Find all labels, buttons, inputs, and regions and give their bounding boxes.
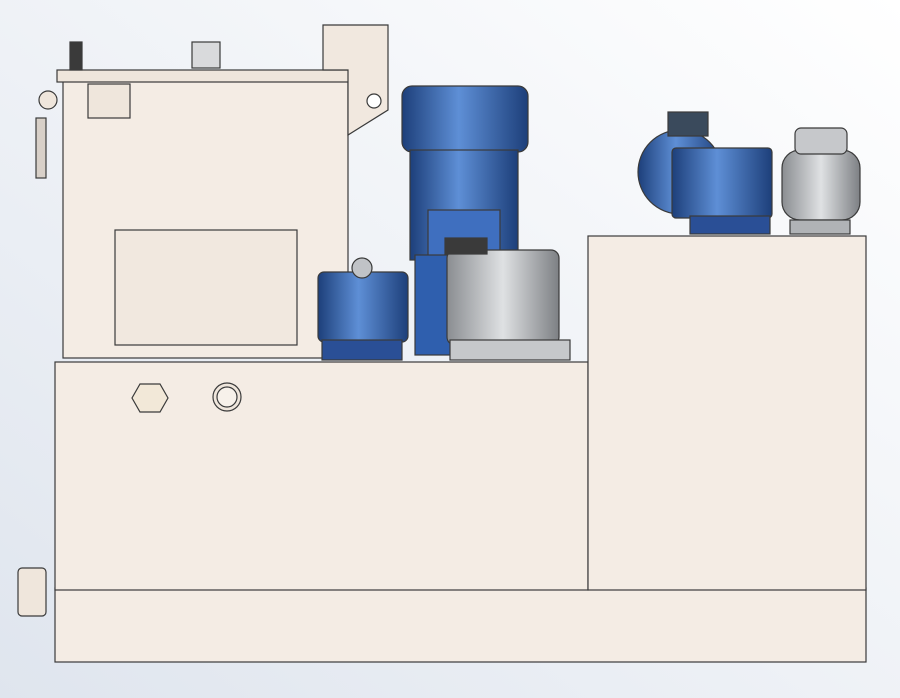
connector	[191, 41, 221, 69]
right-tank	[587, 235, 867, 591]
middle-diaphragm-pump	[446, 249, 560, 346]
access-panel	[114, 229, 298, 346]
latch-icon	[38, 90, 58, 110]
right-diaphragm-pump	[781, 149, 861, 221]
left-gearbox	[317, 271, 409, 343]
handle	[69, 41, 83, 71]
sight-glass-hex	[131, 383, 169, 413]
drain-fitting	[17, 567, 47, 617]
base-tank	[54, 587, 867, 663]
motor-cap	[401, 85, 529, 153]
hinge-plate	[87, 83, 131, 119]
right-gearbox	[671, 147, 773, 219]
